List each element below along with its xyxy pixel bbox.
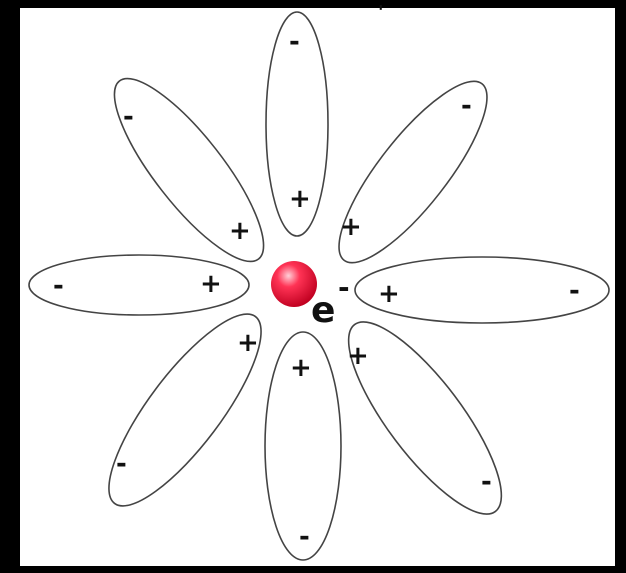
minus-sign-upper-right: - bbox=[461, 91, 472, 121]
minus-sign-lower-left: - bbox=[116, 449, 127, 479]
dipole-upper-left bbox=[93, 60, 286, 280]
minus-sign-bottom: - bbox=[299, 522, 310, 552]
dipole-lower-right bbox=[325, 302, 525, 533]
electron-label: e bbox=[311, 290, 335, 331]
minus-sign-left: - bbox=[53, 271, 64, 301]
minus-sign-right: - bbox=[569, 276, 580, 306]
plus-sign-bottom: + bbox=[290, 353, 312, 383]
electron-charge-superscript: - bbox=[338, 271, 350, 304]
minus-sign-top: - bbox=[289, 27, 300, 57]
minus-sign-lower-right: - bbox=[481, 467, 492, 497]
plus-sign-upper-left: + bbox=[229, 216, 251, 246]
plus-sign-right: + bbox=[378, 279, 400, 309]
plus-sign-lower-left: + bbox=[237, 328, 259, 358]
plus-sign-lower-right: + bbox=[347, 341, 369, 371]
plus-sign-upper-right: + bbox=[340, 212, 362, 242]
plus-sign-left: + bbox=[200, 269, 222, 299]
top-tick-mark: ' bbox=[378, 2, 384, 23]
plus-sign-top: + bbox=[289, 184, 311, 214]
minus-sign-upper-left: - bbox=[123, 102, 134, 132]
dipole-upper-right bbox=[317, 63, 508, 281]
